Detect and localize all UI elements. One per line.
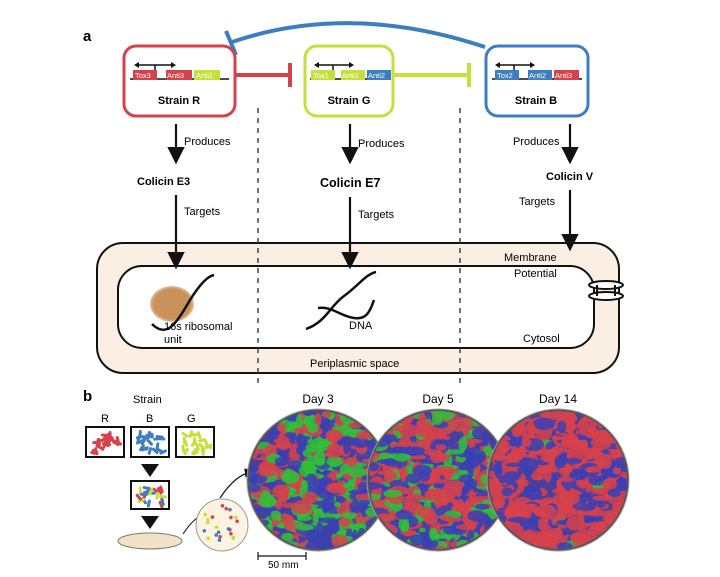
gene-label-anti3-b: Anti3 bbox=[555, 71, 572, 80]
beaker-blue bbox=[130, 426, 170, 458]
potential-label: Potential bbox=[514, 268, 557, 280]
strain-title: Strain bbox=[133, 394, 162, 406]
colicin-e7: Colicin E7 bbox=[320, 176, 380, 190]
gene-anti1 bbox=[194, 70, 220, 80]
produces-label-b: Produces bbox=[513, 136, 560, 148]
cytosol-label: Cytosol bbox=[523, 333, 560, 345]
strain-g-box: Tox1 Anti1 Anti2 Strain G bbox=[303, 44, 395, 118]
targets-label-g: Targets bbox=[358, 209, 395, 221]
gene-label-anti2-b: Anti2 bbox=[529, 71, 546, 80]
gene-label-anti2-g: Anti2 bbox=[368, 71, 385, 80]
produces-label-r: Produces bbox=[184, 136, 231, 148]
rna-strand bbox=[151, 273, 215, 331]
colicin-v: Colicin V bbox=[546, 171, 594, 183]
gene-tox3 bbox=[133, 70, 157, 80]
beaker-mixed bbox=[130, 480, 170, 510]
strain-r-box: Tox3 Anti3 Anti1 Strain R bbox=[122, 44, 237, 118]
membrane-pore-icon bbox=[588, 280, 624, 301]
inhibition-arc-b-to-r bbox=[231, 21, 486, 49]
day-3-title: Day 3 bbox=[302, 392, 334, 406]
targets-label-b: Targets bbox=[519, 196, 556, 208]
gene-label-anti1: Anti1 bbox=[196, 71, 213, 80]
down-arrow-1 bbox=[141, 464, 159, 477]
day-14-title: Day 14 bbox=[539, 392, 577, 406]
beaker-green bbox=[175, 426, 215, 458]
gene-label-anti3: Anti3 bbox=[167, 71, 184, 80]
gene-label-tox2: Tox2 bbox=[497, 71, 513, 80]
dna-icon bbox=[305, 270, 377, 331]
strain-letter-r: R bbox=[101, 413, 109, 425]
gene-anti3 bbox=[166, 70, 192, 80]
strain-b-name: Strain B bbox=[515, 95, 557, 107]
strain-b-box: Tox2 Anti2 Anti3 Strain B bbox=[484, 44, 590, 118]
gene-label-anti1-g: Anti1 bbox=[342, 71, 359, 80]
strain-letter-b: B bbox=[146, 413, 153, 425]
gene-anti2-g bbox=[367, 70, 391, 80]
gene-anti3-b bbox=[554, 70, 579, 80]
targets-label-r: Targets bbox=[184, 206, 221, 218]
gene-label-tox1: Tox1 bbox=[313, 71, 329, 80]
strain-g-name: Strain G bbox=[328, 95, 371, 107]
gene-label-tox3: Tox3 bbox=[135, 71, 151, 80]
gene-anti2-b bbox=[528, 70, 552, 80]
membrane-label: Membrane bbox=[504, 252, 557, 264]
petri-dish-day-3 bbox=[246, 408, 390, 552]
dna-label: DNA bbox=[349, 320, 373, 332]
ribosome-label: 16s ribosomal unit bbox=[164, 321, 236, 346]
gene-tox2 bbox=[495, 70, 519, 80]
panel-a-label: a bbox=[83, 28, 92, 45]
agar-plate bbox=[117, 532, 183, 550]
scale-bar-label: 50 mm bbox=[268, 560, 299, 571]
down-arrow-2 bbox=[141, 516, 159, 529]
strain-letter-g: G bbox=[187, 413, 196, 425]
panel-b-label: b bbox=[83, 388, 92, 405]
beaker-red bbox=[85, 426, 125, 458]
colicin-e3: Colicin E3 bbox=[137, 176, 190, 188]
gene-anti1-g bbox=[341, 70, 365, 80]
produces-label-g: Produces bbox=[358, 138, 405, 150]
day-5-title: Day 5 bbox=[422, 392, 454, 406]
strain-r-name: Strain R bbox=[158, 95, 200, 107]
petri-dish-day-14 bbox=[486, 408, 630, 552]
periplasm-label: Periplasmic space bbox=[310, 358, 399, 370]
gene-tox1 bbox=[311, 70, 335, 80]
